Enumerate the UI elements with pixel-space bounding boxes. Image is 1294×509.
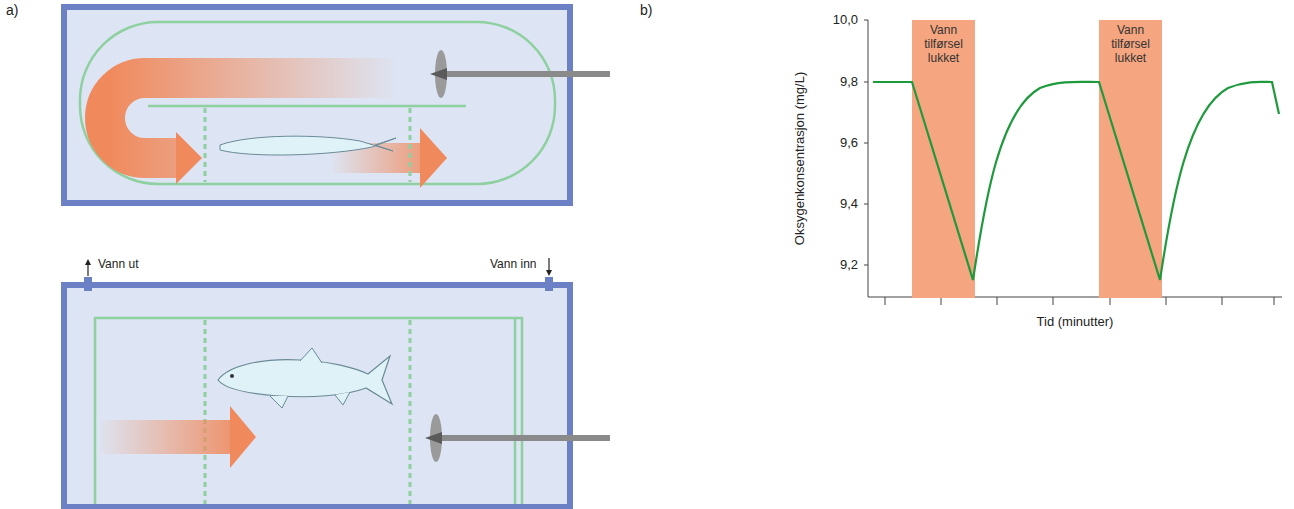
tick [1274,297,1275,305]
axis-tick-label: 10,0 [833,13,858,28]
tick [1166,297,1167,305]
tunnel-frame [514,318,517,504]
flow-arrow-head [230,406,256,468]
fish-top-view [220,136,396,155]
band-label: Vann tilførsel lukket [914,24,973,65]
tick [864,265,868,266]
inlet-pipe [545,277,553,291]
racetrack-outline [80,22,555,184]
axis-tick-label: 9,4 [840,197,858,212]
tick [885,297,886,305]
grid-screen [204,320,207,504]
axis-tick-label: 9,2 [840,258,858,273]
tunnel-frame [95,318,522,504]
axis-title: Oksygenkonsentrasjon (mg/L) [793,71,808,244]
flow-label: Vann ut [98,258,138,272]
salmon [218,356,392,404]
propeller-shaft [447,71,610,77]
tick [864,143,868,144]
tick [1222,297,1223,305]
grid-screen [204,108,207,182]
axis-ticks [864,20,1274,305]
inflow-arrow [548,258,549,271]
axis-tick-label: 9,6 [840,136,858,151]
grid-screen [409,320,412,504]
grid-screen [409,108,412,182]
inflow-arrow-head [546,270,552,276]
tank-side-view [64,285,570,507]
closed-inflow-band: Vann tilførsel lukket [912,20,975,298]
axis-title: Tid (minutter) [1037,315,1114,330]
tank-top-view [64,7,570,203]
propeller-hub [425,432,442,444]
tick [997,297,998,305]
salmon-eye [230,374,234,378]
tick [1110,297,1111,305]
flow-arrow-head [420,128,447,188]
outlet-pipe [84,277,92,291]
tick [941,297,942,305]
closed-inflow-band: Vann tilførsel lukket [1099,20,1162,298]
flow-label: Vann inn [490,258,536,272]
axis-tick-label: 9,8 [840,75,858,90]
tick [864,20,868,21]
outflow-arrow [87,264,88,276]
flow-arrow [100,420,232,454]
band-label: Vann tilførsel lukket [1101,24,1160,65]
tick [864,204,868,205]
propeller-shaft [442,435,610,441]
y-axis [868,20,869,297]
propeller-hub [430,68,447,80]
salmon-fins [270,348,350,408]
flow-arrow [105,78,395,158]
panel-letter: a) [6,2,18,18]
flow-arrow-head [176,132,202,184]
divider-wall [148,105,466,108]
tick [1053,297,1054,305]
outflow-arrow-head [85,259,91,265]
tick [864,82,868,83]
panel-letter: b) [640,2,652,18]
